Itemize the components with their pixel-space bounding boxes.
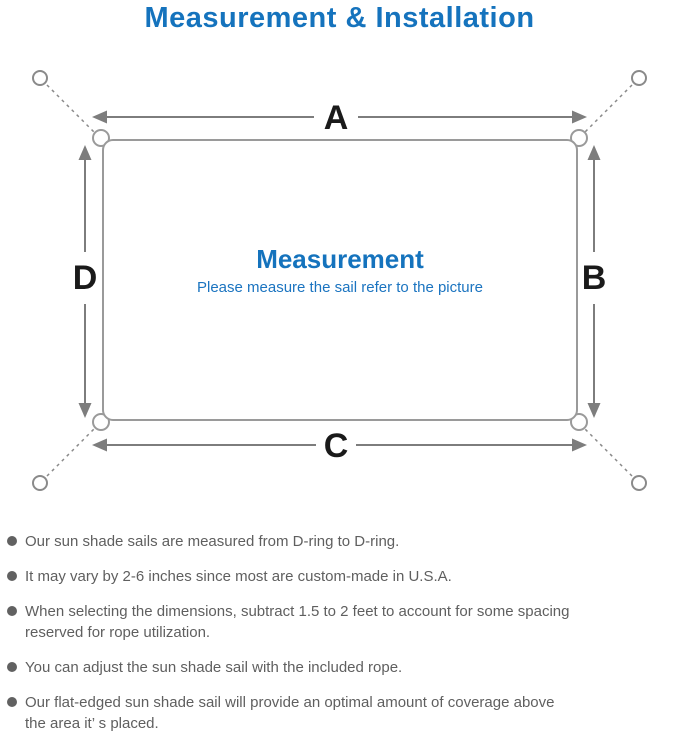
bullet-icon bbox=[7, 662, 17, 672]
note-text: You can adjust the sun shade sail with t… bbox=[25, 659, 403, 676]
list-item: It may vary by 2-6 inches since most are… bbox=[7, 566, 675, 587]
sail-measurement-diagram: A C D B bbox=[32, 70, 647, 491]
note-text: It may vary by 2-6 inches since most are… bbox=[25, 568, 452, 585]
arrow-left-icon bbox=[92, 110, 107, 124]
arrow-left-icon bbox=[92, 438, 107, 452]
list-item: You can adjust the sun shade sail with t… bbox=[7, 657, 675, 678]
anchor-point-bottom-right-icon bbox=[631, 475, 647, 491]
arrow-right-icon bbox=[572, 110, 587, 124]
bullet-icon bbox=[7, 571, 17, 581]
dimension-label-c: C bbox=[324, 427, 349, 465]
bullet-icon bbox=[7, 536, 17, 546]
dimension-arrow-c: C bbox=[92, 427, 587, 465]
measurement-heading: Measurement bbox=[256, 244, 424, 274]
page-title: Measurement & Installation bbox=[144, 2, 535, 34]
measurement-subtitle: Please measure the sail refer to the pic… bbox=[197, 279, 483, 296]
sail-outline bbox=[102, 139, 578, 421]
arrow-down-icon bbox=[587, 403, 601, 418]
anchor-point-bottom-left-icon bbox=[32, 475, 48, 491]
dimension-label-d: D bbox=[73, 259, 98, 297]
dimension-arrow-d: D bbox=[73, 145, 98, 418]
d-ring-bottom-left-icon bbox=[92, 413, 110, 431]
anchor-point-top-left-icon bbox=[32, 70, 48, 86]
bullet-icon bbox=[7, 606, 17, 616]
dimension-label-a: A bbox=[324, 99, 349, 137]
dimension-arrow-b: B bbox=[582, 145, 607, 418]
note-text: Our flat-edged sun shade sail will provi… bbox=[25, 694, 555, 732]
dimension-label-b: B bbox=[582, 259, 607, 297]
list-item: When selecting the dimensions, subtract … bbox=[7, 601, 675, 643]
arrow-up-icon bbox=[78, 145, 92, 160]
note-text: Our sun shade sails are measured from D-… bbox=[25, 533, 400, 550]
list-item: Our flat-edged sun shade sail will provi… bbox=[7, 692, 675, 734]
rope-bottom-left bbox=[46, 425, 98, 477]
arrow-down-icon bbox=[78, 403, 92, 418]
d-rings bbox=[92, 129, 588, 431]
d-ring-bottom-right-icon bbox=[570, 413, 588, 431]
rope-top-right bbox=[581, 84, 633, 136]
measurement-notes-list: Our sun shade sails are measured from D-… bbox=[7, 531, 675, 739]
list-item: Our sun shade sails are measured from D-… bbox=[7, 531, 675, 552]
rope-top-left bbox=[46, 84, 98, 136]
rope-dashed-lines bbox=[46, 84, 633, 477]
rope-bottom-right bbox=[581, 425, 633, 477]
dimension-arrow-a: A bbox=[92, 99, 587, 137]
d-ring-top-right-icon bbox=[570, 129, 588, 147]
bullet-icon bbox=[7, 697, 17, 707]
arrow-up-icon bbox=[587, 145, 601, 160]
anchor-points bbox=[32, 70, 647, 491]
anchor-point-top-right-icon bbox=[631, 70, 647, 86]
arrow-right-icon bbox=[572, 438, 587, 452]
d-ring-top-left-icon bbox=[92, 129, 110, 147]
sail-center-caption: Measurement Please measure the sail refe… bbox=[103, 245, 577, 297]
note-text: When selecting the dimensions, subtract … bbox=[25, 603, 570, 641]
